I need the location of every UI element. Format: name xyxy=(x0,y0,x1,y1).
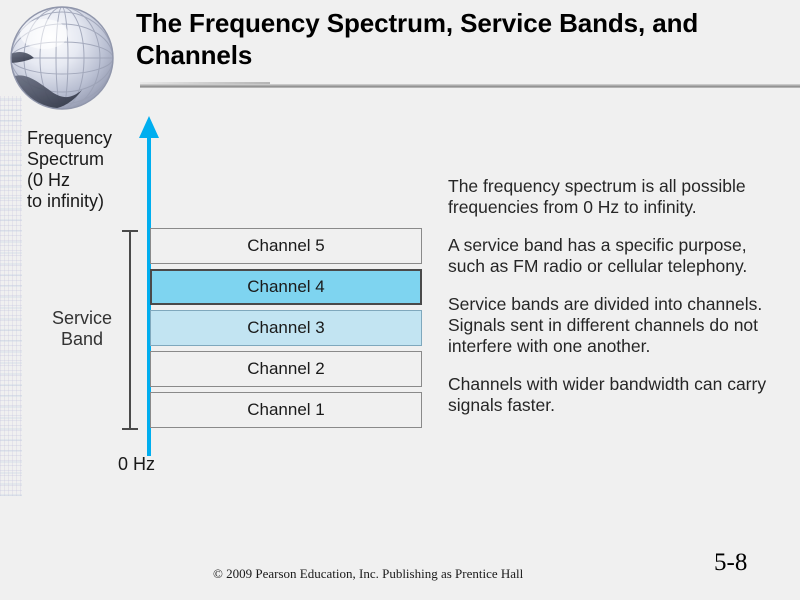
page-title: The Frequency Spectrum, Service Bands, a… xyxy=(136,8,699,70)
body-paragraph: The frequency spectrum is all possible f… xyxy=(448,176,746,217)
body-paragraph: Service bands are divided into channels.… xyxy=(448,294,763,356)
globe-icon xyxy=(2,0,120,122)
service-band-bracket xyxy=(121,230,139,430)
channel-label: Channel 1 xyxy=(247,400,325,419)
body-text-block: The frequency spectrum is all possible f… xyxy=(448,176,778,416)
zero-hz-label: 0 Hz xyxy=(118,454,156,474)
channel-label: Channel 2 xyxy=(247,359,325,378)
channel-box: Channel 3 xyxy=(150,310,422,346)
frequency-spectrum-label: Frequency Spectrum (0 Hz to infinity) xyxy=(27,128,113,211)
title-rule-highlight xyxy=(140,82,270,85)
channel-box: Channel 1 xyxy=(150,392,422,428)
slide-number: 5-8 xyxy=(714,549,748,576)
channel-box: Channel 4 xyxy=(150,269,422,305)
edge-texture-decoration xyxy=(0,96,22,496)
title-divider xyxy=(140,84,800,88)
body-paragraph: Channels with wider bandwidth can carry … xyxy=(448,374,767,415)
service-band-label: Service Band xyxy=(51,308,113,349)
channel-box: Channel 5 xyxy=(150,228,422,264)
channel-label: Channel 5 xyxy=(247,236,325,255)
channel-label: Channel 4 xyxy=(247,277,325,296)
channel-box: Channel 2 xyxy=(150,351,422,387)
spectrum-arrow-icon xyxy=(138,116,160,456)
channel-label: Channel 3 xyxy=(247,318,325,337)
channel-stack: Channel 5 Channel 4 Channel 3 Channel 2 … xyxy=(150,228,422,428)
body-paragraph: A service band has a specific purpose, s… xyxy=(448,235,748,276)
copyright-notice: © 2009 Pearson Education, Inc. Publishin… xyxy=(213,566,524,581)
